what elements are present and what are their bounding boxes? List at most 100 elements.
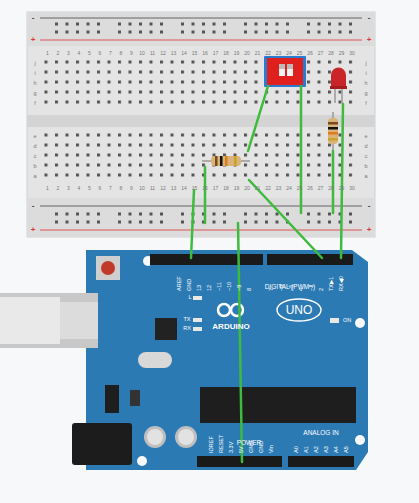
pin-label: ~10: [227, 282, 233, 291]
column-number: 4: [78, 51, 81, 56]
pin-label: 8: [247, 288, 253, 291]
pin-label: AREF: [177, 276, 183, 291]
row-letter: f: [365, 101, 367, 107]
column-number: 5: [88, 51, 91, 56]
jumper-wire-part: [332, 151, 335, 213]
led-part: [330, 86, 347, 89]
resistor-symbol: [328, 112, 338, 150]
row-letter: h: [364, 81, 367, 87]
column-number: 16: [202, 51, 208, 56]
arduino-board-part: [96, 256, 120, 280]
column-number: 9: [130, 186, 133, 191]
breadboard-part: [44, 133, 354, 181]
resistor-symbol: [202, 156, 250, 166]
column-number: 13: [171, 51, 177, 56]
arduino-board-part: [277, 299, 321, 321]
dip-switch-part: [287, 64, 293, 69]
pin-label: TX▶1: [329, 277, 335, 291]
breadboard: [27, 12, 375, 237]
column-number: 14: [181, 186, 187, 191]
row-letter: j: [34, 61, 35, 67]
column-number: 18: [223, 186, 229, 191]
jumper-wire-part: [191, 190, 194, 258]
pin-label: RX◀0: [339, 276, 345, 291]
led-label: RX: [183, 326, 191, 332]
pin-label: A1: [304, 446, 310, 453]
column-number: 1: [46, 51, 49, 56]
led: [330, 68, 347, 103]
column-number: 24: [286, 51, 292, 56]
column-number: 19: [234, 51, 240, 56]
rail-sign: -: [32, 202, 35, 210]
dip-switch-part: [279, 64, 285, 69]
rail-sign: +: [367, 226, 372, 234]
breadboard-part: [40, 230, 362, 231]
column-number: 28: [328, 186, 334, 191]
column-number: 25: [297, 186, 303, 191]
led-label: TX: [183, 317, 190, 323]
column-number: 17: [213, 51, 219, 56]
row-letter: c: [34, 154, 37, 160]
header-label: POWER: [237, 440, 262, 447]
column-number: 13: [171, 186, 177, 191]
column-number: 7: [109, 51, 112, 56]
column-number: 22: [265, 51, 271, 56]
jumper-wire-part: [204, 167, 207, 223]
column-number: 29: [339, 186, 345, 191]
column-number: 6: [99, 186, 102, 191]
resistor-symbol-part: [211, 156, 241, 166]
model-label: UNO: [286, 304, 313, 316]
resistor-symbol-part: [328, 138, 338, 141]
dip-switch: [264, 56, 306, 87]
arduino-board-part: [0, 297, 60, 344]
row-letter: c: [365, 154, 368, 160]
rail-sign: +: [31, 36, 36, 44]
row-letter: e: [33, 134, 36, 140]
arduino-board-part: [193, 318, 202, 322]
column-number: 8: [120, 186, 123, 191]
column-number: 20: [244, 186, 250, 191]
arduino-board-part: [197, 456, 282, 467]
column-number: 23: [276, 51, 282, 56]
pin-label: 3.3V: [229, 442, 235, 453]
column-number: 16: [202, 186, 208, 191]
column-number: 3: [67, 186, 70, 191]
arduino-board-part: [72, 423, 132, 465]
resistor-symbol-part: [220, 156, 223, 166]
arduino-board-part: [288, 456, 354, 467]
arduino-board-part: [155, 318, 177, 340]
resistor-symbol-part: [328, 122, 338, 125]
pin-label: RESET: [219, 435, 225, 453]
column-number: 17: [213, 186, 219, 191]
column-number: 30: [349, 51, 355, 56]
column-number: 2: [57, 186, 60, 191]
pin-label: GND: [187, 279, 193, 291]
column-number: 2: [57, 51, 60, 56]
breadboard-part: [40, 40, 362, 41]
jumper-wire: [191, 86, 343, 462]
row-letter: a: [364, 174, 367, 180]
arduino-board-part: [101, 261, 115, 275]
arduino-board-part: [105, 385, 119, 413]
arduino-board-part: [147, 429, 163, 445]
column-number: 15: [192, 186, 198, 191]
rail-sign: +: [31, 226, 36, 234]
column-number: 29: [339, 51, 345, 56]
arduino-board-part: [330, 318, 339, 323]
dip-switch-part: [267, 58, 303, 85]
arduino-board-part: [355, 435, 365, 445]
column-number: 30: [349, 186, 355, 191]
column-number: 8: [120, 51, 123, 56]
row-letter: f: [34, 101, 36, 107]
breadboard-part: [27, 115, 375, 127]
column-number: 26: [307, 186, 313, 191]
arduino-board-part: [137, 456, 147, 466]
column-number: 26: [307, 51, 313, 56]
column-number: 5: [88, 186, 91, 191]
arduino-board-part: [200, 387, 356, 423]
column-number: 12: [160, 51, 166, 56]
pin-label: ~9: [237, 285, 243, 291]
jumper-wire-part: [238, 223, 242, 462]
led-label: ON: [343, 318, 351, 324]
breadboard-part: [40, 18, 362, 19]
